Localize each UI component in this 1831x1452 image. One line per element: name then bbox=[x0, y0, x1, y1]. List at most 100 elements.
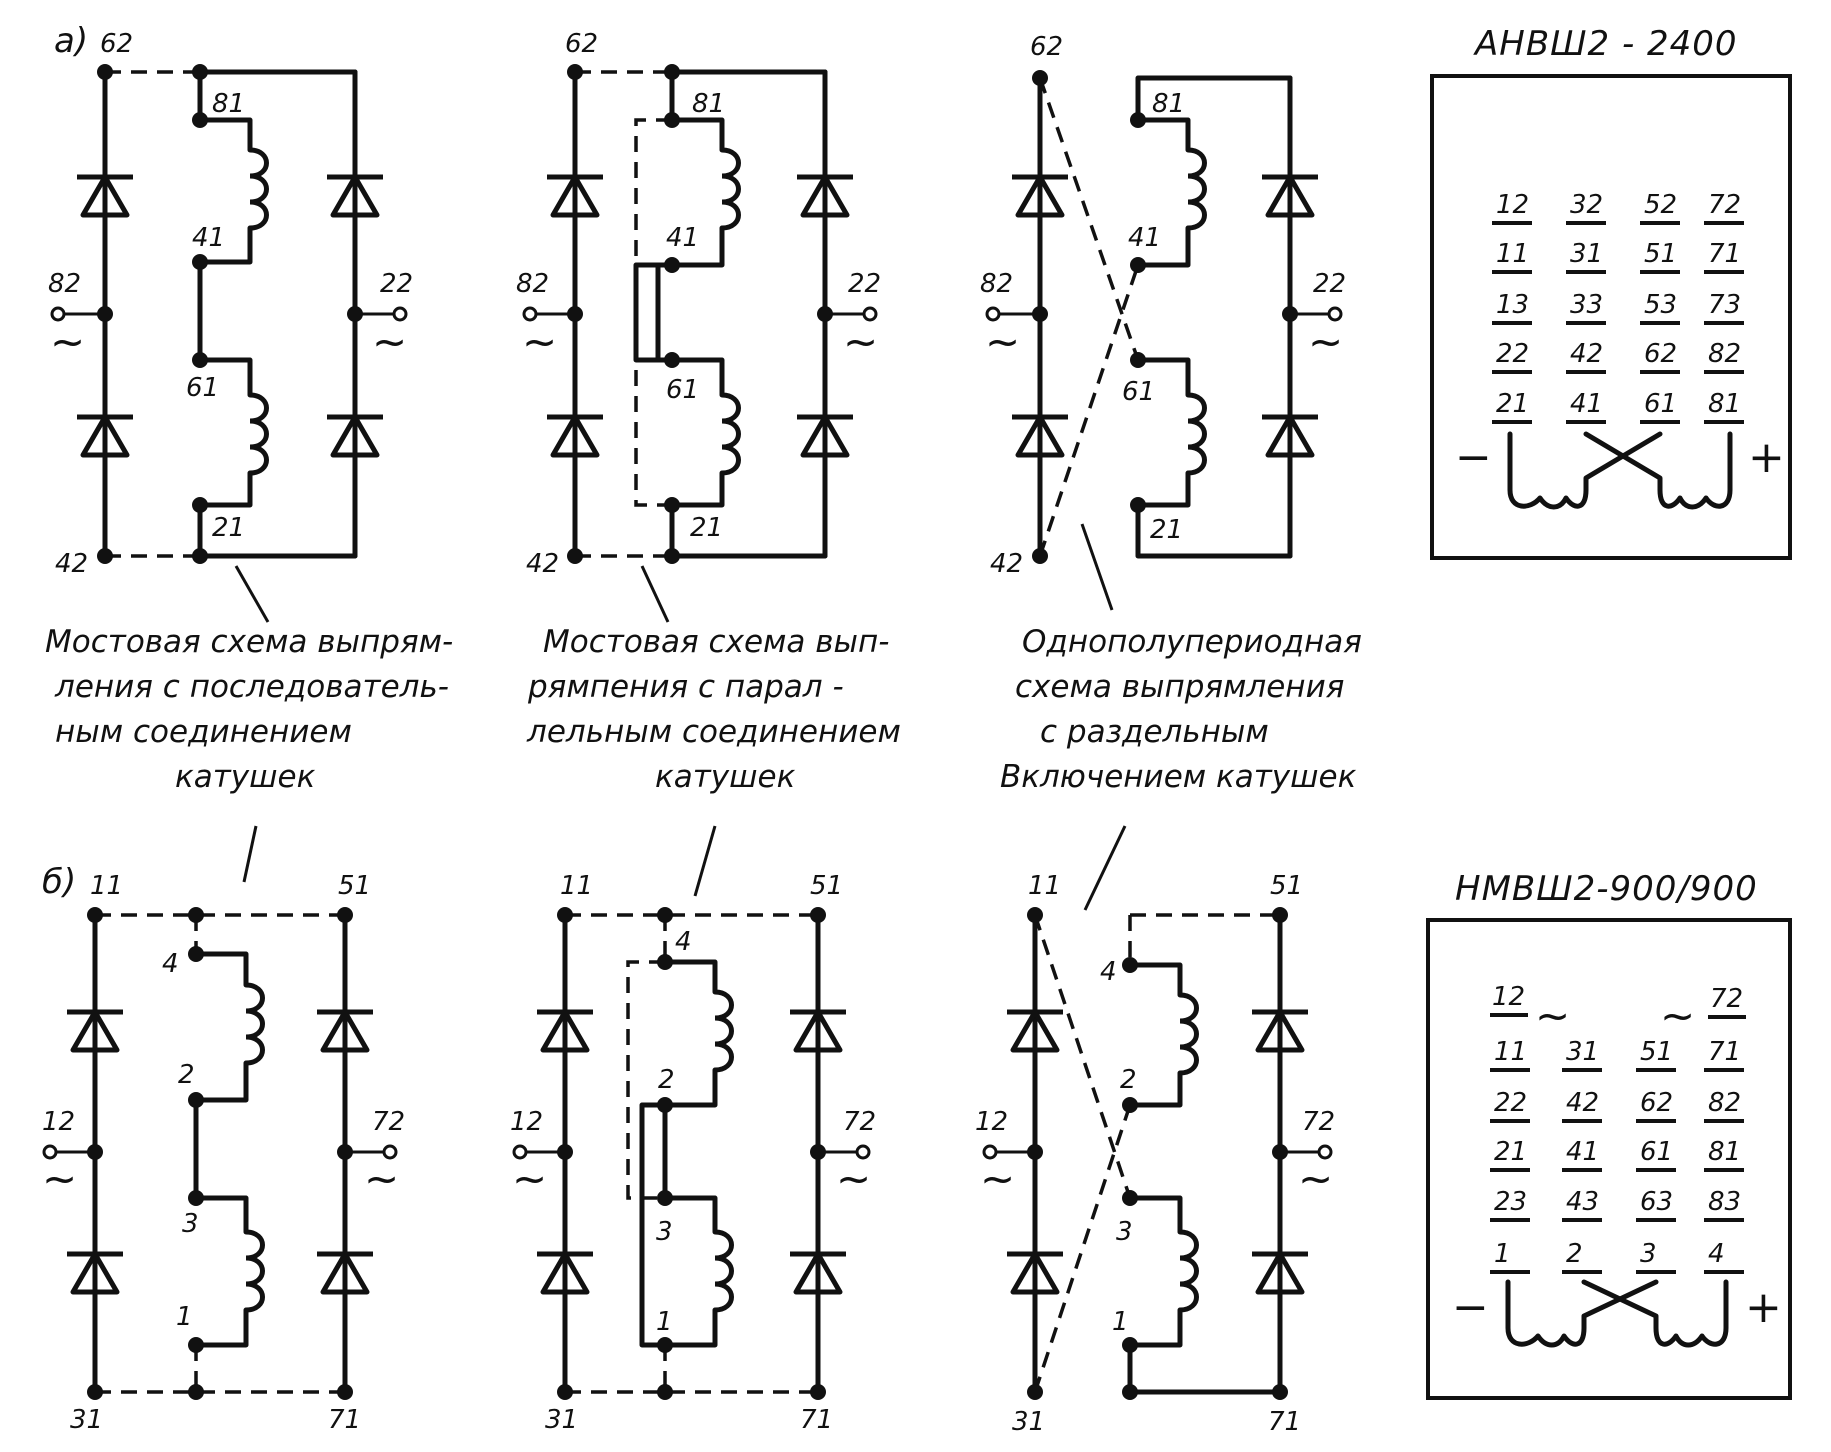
svg-text:~: ~ bbox=[364, 1154, 399, 1203]
terminal-number: 22 bbox=[1494, 1088, 1527, 1118]
terminal-number: 11 bbox=[1494, 1037, 1527, 1067]
terminal-number: 42 bbox=[1570, 339, 1603, 369]
terminal-number: 31 bbox=[1570, 239, 1603, 269]
svg-text:12: 12 bbox=[975, 1107, 1008, 1137]
terminal-number: 71 bbox=[1708, 1037, 1741, 1067]
terminal-number: 71 bbox=[1708, 239, 1741, 269]
terminal-number: 73 bbox=[1708, 290, 1741, 320]
svg-text:22: 22 bbox=[1313, 269, 1346, 299]
svg-text:42: 42 bbox=[990, 549, 1023, 579]
terminal-number: 81 bbox=[1708, 1137, 1741, 1167]
svg-text:4: 4 bbox=[162, 949, 179, 979]
row-a-half-wave: 62 42 82 22 81 41 61 21 ~ ~ bbox=[980, 32, 1346, 579]
svg-text:51: 51 bbox=[338, 871, 371, 901]
panel-a-title: АНВШ2 - 2400 bbox=[1473, 24, 1738, 64]
svg-text:~: ~ bbox=[1660, 991, 1695, 1040]
terminal-number: 83 bbox=[1708, 1187, 1741, 1217]
row-a-parallel-bridge: 62 42 82 22 81 41 61 21 ~ ~ bbox=[516, 29, 881, 579]
svg-text:+: + bbox=[1745, 1282, 1782, 1333]
svg-text:3: 3 bbox=[1116, 1217, 1133, 1247]
terminal-number: 11 bbox=[1496, 239, 1529, 269]
svg-text:~: ~ bbox=[50, 317, 85, 366]
svg-text:+: + bbox=[1748, 432, 1785, 483]
svg-text:4: 4 bbox=[675, 927, 692, 957]
row-b-half-wave: 11 31 12 72 51 71 4 2 3 1 ~ ~ bbox=[975, 871, 1335, 1437]
terminal-number: 82 bbox=[1708, 339, 1741, 369]
svg-text:с раздельным: с раздельным bbox=[1040, 714, 1269, 750]
svg-text:ления с последователь-: ления с последователь- bbox=[54, 669, 449, 705]
terminal-number: 41 bbox=[1566, 1137, 1599, 1167]
svg-text:61: 61 bbox=[1122, 377, 1155, 407]
svg-text:~: ~ bbox=[522, 317, 557, 366]
terminal-number: 21 bbox=[1494, 1137, 1527, 1167]
svg-text:51: 51 bbox=[810, 871, 843, 901]
svg-text:11: 11 bbox=[90, 871, 123, 901]
svg-text:лельным соединением: лельным соединением bbox=[526, 714, 901, 750]
svg-text:62: 62 bbox=[1030, 32, 1063, 62]
svg-text:3: 3 bbox=[182, 1209, 199, 1239]
svg-text:1: 1 bbox=[656, 1307, 673, 1337]
svg-text:2: 2 bbox=[658, 1065, 675, 1095]
terminal-number: 53 bbox=[1644, 290, 1677, 320]
svg-text:катушек: катушек bbox=[655, 759, 796, 795]
svg-text:61: 61 bbox=[666, 375, 699, 405]
terminal-number: 31 bbox=[1566, 1037, 1599, 1067]
svg-text:~: ~ bbox=[42, 1154, 77, 1203]
svg-text:~: ~ bbox=[980, 1154, 1015, 1203]
svg-text:12: 12 bbox=[42, 1107, 75, 1137]
svg-text:1: 1 bbox=[1112, 1307, 1129, 1337]
svg-text:рямпения с парал -: рямпения с парал - bbox=[527, 669, 844, 705]
terminal-number: 82 bbox=[1708, 1088, 1741, 1118]
svg-text:72: 72 bbox=[1302, 1107, 1335, 1137]
captions: Мостовая схема выпрям- ления с последова… bbox=[45, 523, 1362, 911]
svg-text:81: 81 bbox=[1152, 89, 1185, 119]
svg-text:Однополупериодная: Однополупериодная bbox=[1022, 624, 1362, 660]
svg-text:12: 12 bbox=[1492, 982, 1525, 1012]
svg-text:Включением катушек: Включением катушек bbox=[1000, 759, 1357, 795]
terminal-number: 61 bbox=[1644, 389, 1677, 419]
row-a-series-bridge: 62 42 82 22 81 41 61 21 ~ ~ bbox=[48, 29, 413, 579]
svg-text:62: 62 bbox=[100, 29, 133, 59]
svg-text:72: 72 bbox=[1710, 984, 1743, 1014]
svg-text:12: 12 bbox=[510, 1107, 543, 1137]
svg-text:~: ~ bbox=[836, 1154, 871, 1203]
terminal-number: 1 bbox=[1494, 1239, 1511, 1269]
svg-text:72: 72 bbox=[372, 1107, 405, 1137]
svg-text:~: ~ bbox=[1298, 1154, 1333, 1203]
svg-text:схема выпрямления: схема выпрямления bbox=[1015, 669, 1344, 705]
svg-text:71: 71 bbox=[1268, 1407, 1301, 1437]
terminal-number: 51 bbox=[1640, 1037, 1673, 1067]
terminal-number: 21 bbox=[1496, 389, 1529, 419]
svg-text:ным соединением: ным соединением bbox=[55, 714, 352, 750]
panel-b-title: НМВШ2-900/900 bbox=[1455, 869, 1758, 909]
terminal-number: 81 bbox=[1708, 389, 1741, 419]
terminal-number: 2 bbox=[1566, 1239, 1583, 1269]
svg-text:42: 42 bbox=[526, 549, 559, 579]
row-b-label: б) bbox=[42, 862, 76, 902]
svg-text:81: 81 bbox=[212, 89, 245, 119]
svg-text:1: 1 bbox=[176, 1302, 193, 1332]
terminal-number: 3 bbox=[1640, 1239, 1657, 1269]
svg-text:11: 11 bbox=[1028, 871, 1061, 901]
terminal-number: 43 bbox=[1566, 1187, 1599, 1217]
svg-text:71: 71 bbox=[800, 1405, 833, 1435]
svg-text:~: ~ bbox=[1535, 991, 1570, 1040]
svg-text:Мостовая схема вып-: Мостовая схема вып- bbox=[543, 624, 889, 660]
svg-text:~: ~ bbox=[512, 1154, 547, 1203]
row-b-series-bridge: 11 31 12 72 51 71 4 2 3 1 ~ ~ bbox=[42, 871, 405, 1435]
terminal-number: 62 bbox=[1644, 339, 1677, 369]
svg-text:82: 82 bbox=[516, 269, 549, 299]
svg-text:2: 2 bbox=[178, 1060, 195, 1090]
svg-text:Мостовая схема выпрям-: Мостовая схема выпрям- bbox=[45, 624, 453, 660]
svg-text:~: ~ bbox=[372, 317, 407, 366]
svg-text:41: 41 bbox=[1128, 223, 1161, 253]
terminal-number: 61 bbox=[1640, 1137, 1673, 1167]
terminal-number: 23 bbox=[1494, 1187, 1527, 1217]
svg-text:72: 72 bbox=[843, 1107, 876, 1137]
svg-text:~: ~ bbox=[985, 317, 1020, 366]
terminal-number: 4 bbox=[1708, 1239, 1725, 1269]
svg-text:31: 31 bbox=[545, 1405, 578, 1435]
